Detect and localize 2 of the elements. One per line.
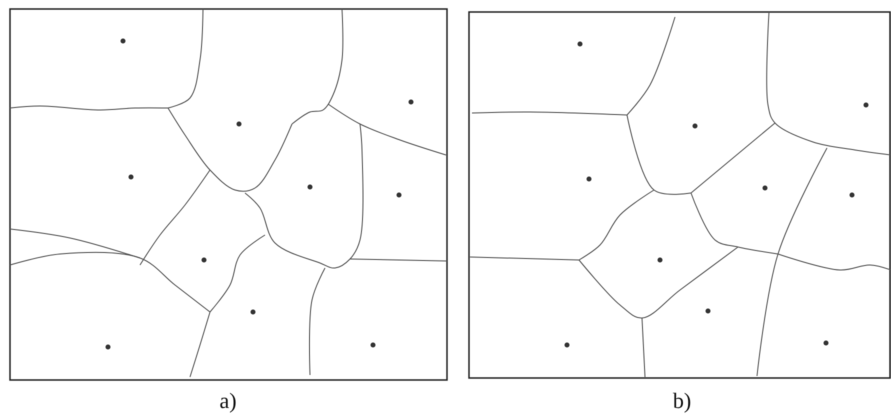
panel-label: a) xyxy=(219,388,237,414)
panel-label: b) xyxy=(672,388,692,414)
